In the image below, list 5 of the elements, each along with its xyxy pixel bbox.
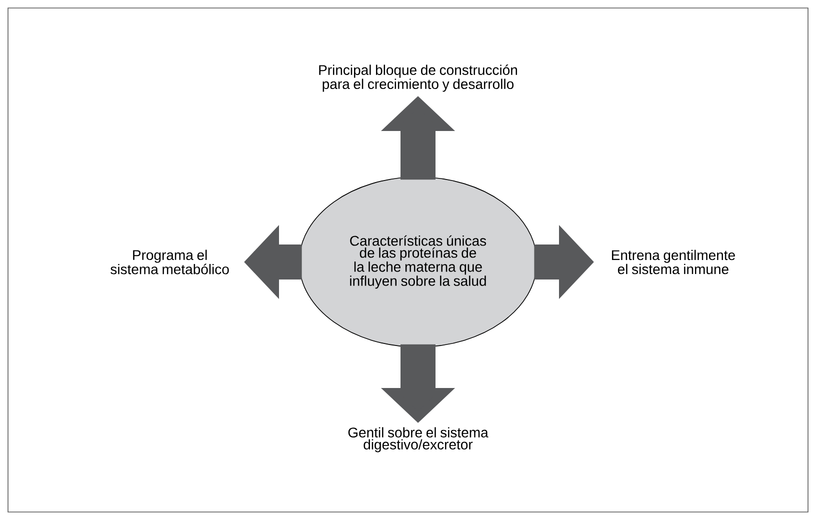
text-label: Principal bloque de construcción para el crecimiento y desarrollo — [319, 64, 517, 92]
text-label: Entrena gentilmente el sistema inmune — [612, 250, 735, 274]
text-label: Programa el sistema metabólico — [110, 250, 229, 274]
text-label: Gentil sobre el sistema digestivo/excretor — [348, 427, 488, 452]
oval-node: Características únicas de las proteínas de la leche materna que influyen sobre la salud — [298, 176, 538, 348]
